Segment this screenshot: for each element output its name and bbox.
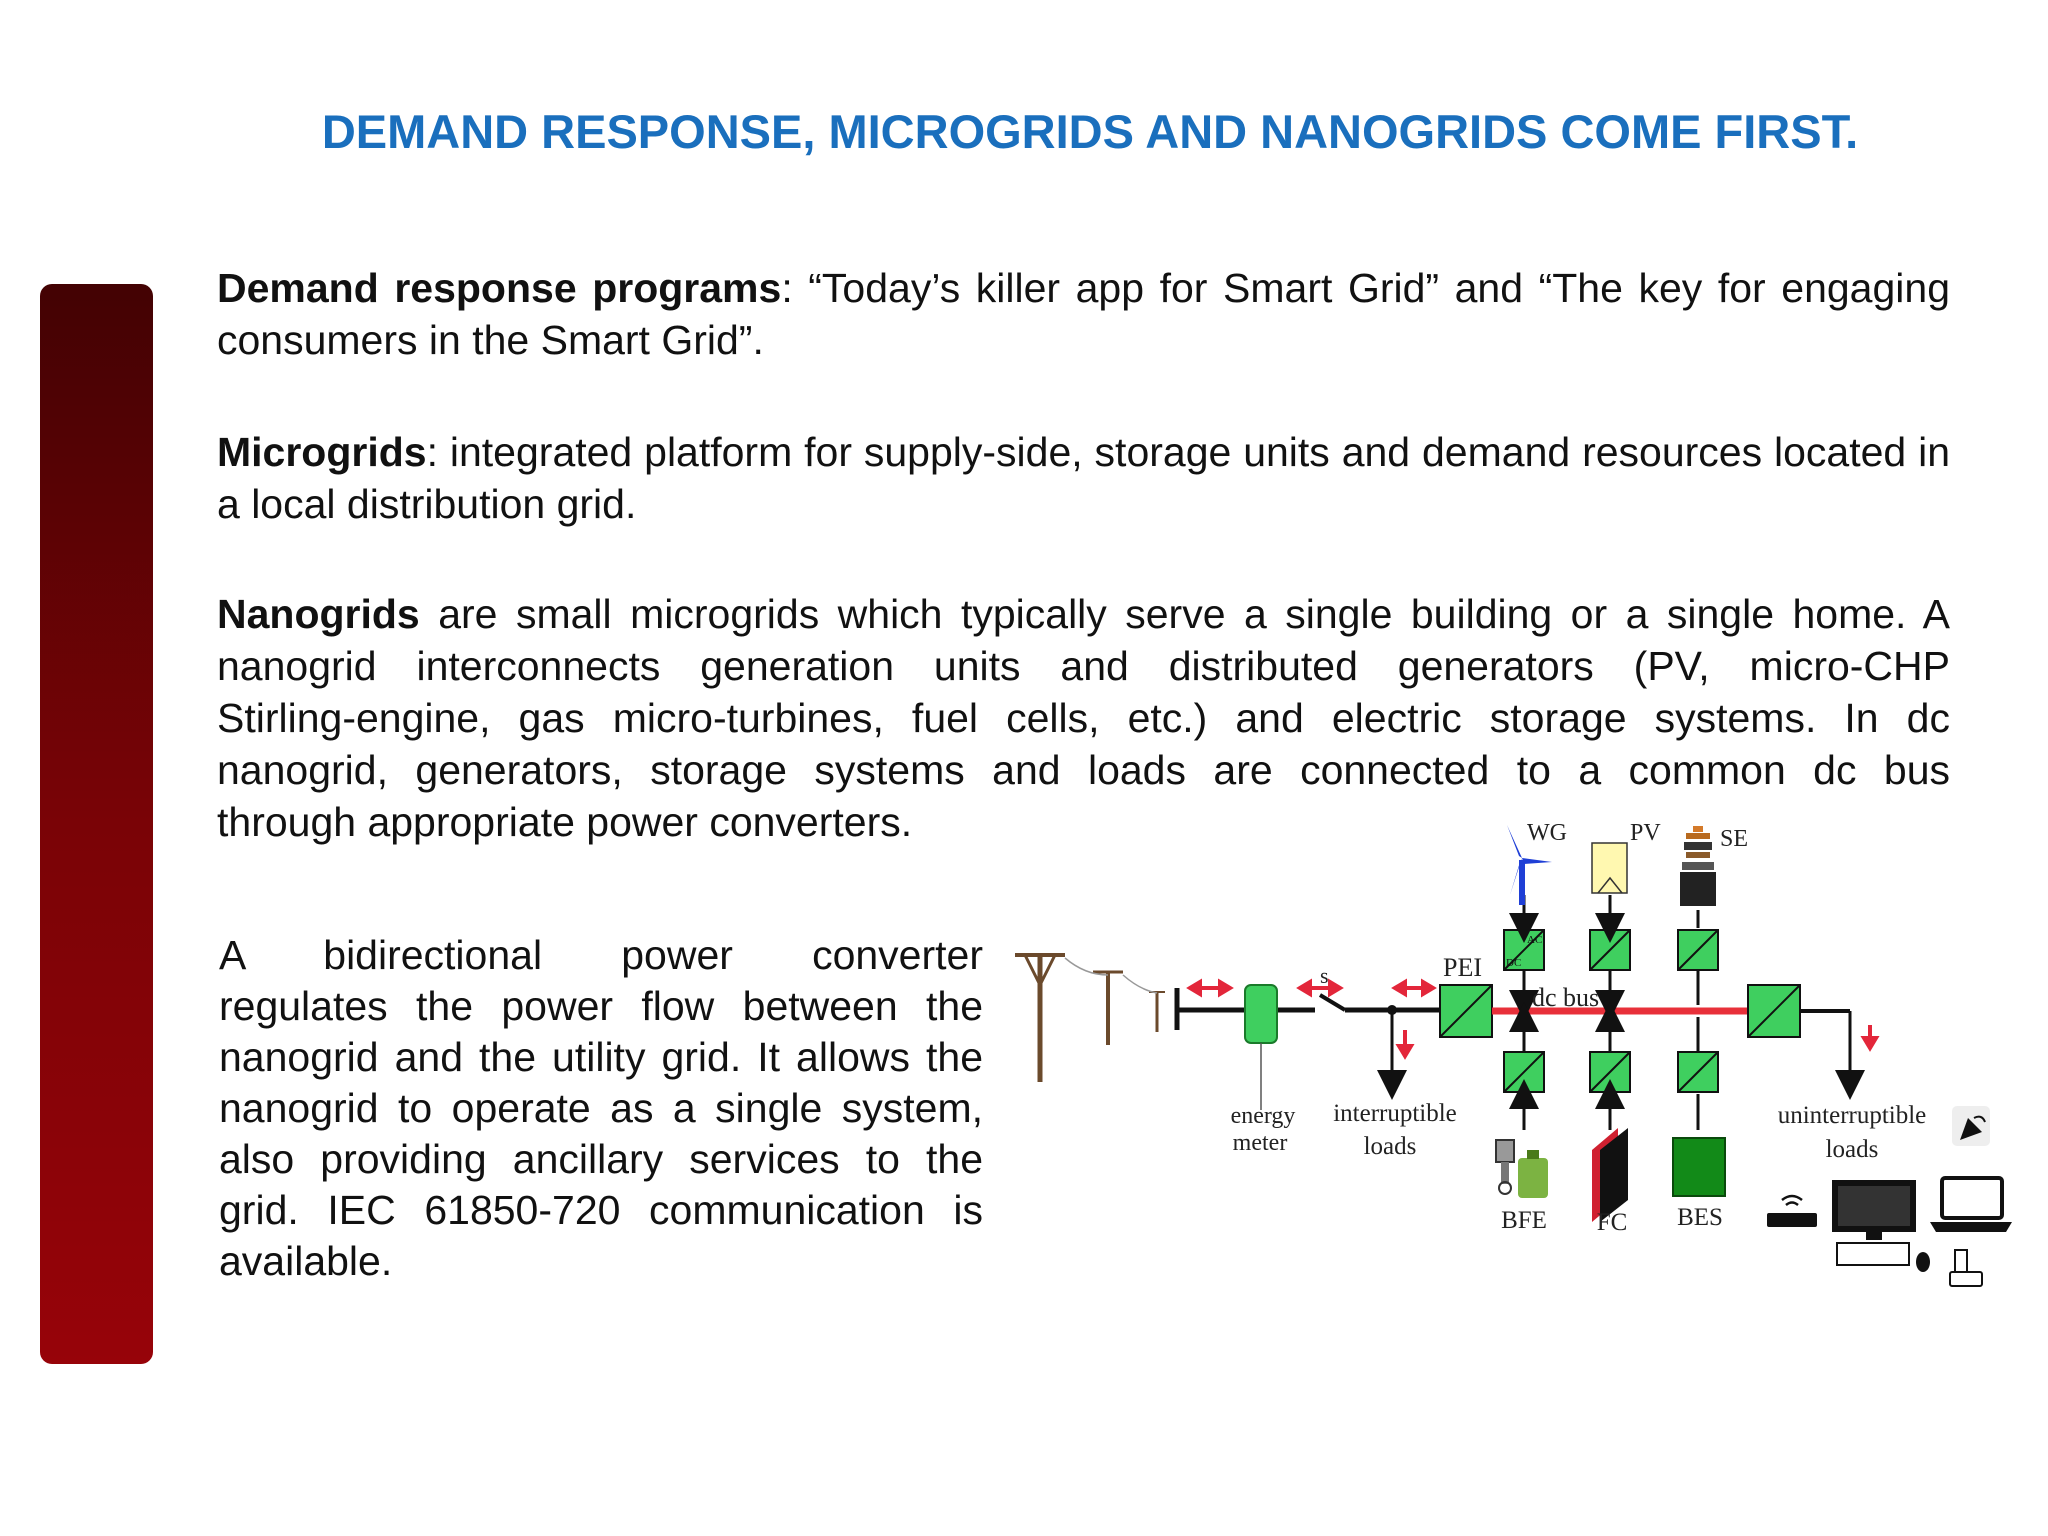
satellite-icon: [1952, 1106, 1990, 1146]
biofuel-engine-icon: [1495, 1139, 1548, 1198]
label-pv: PV: [1630, 820, 1661, 846]
label-se: SE: [1720, 826, 1748, 852]
router-icon: [1767, 1194, 1817, 1227]
nanogrids-line-4: nanogrid, generators, storage systems an…: [217, 747, 1950, 793]
nanogrids-line-3: Stirling-engine, gas micro-turbines, fue…: [217, 695, 1950, 741]
desktop-computer-icon: [1832, 1180, 1930, 1272]
battery-icon: [1672, 1137, 1726, 1197]
paragraph-demand-response: Demand response programs: “Today’s kille…: [217, 262, 1950, 366]
term-demand-response: Demand response programs: [217, 265, 782, 311]
conv-label-ac: AC: [1527, 934, 1542, 946]
nanogrids-line-2: nanogrid interconnects generation units …: [217, 643, 1950, 689]
label-wg: WG: [1527, 820, 1567, 846]
label-bfe: BFE: [1501, 1207, 1547, 1234]
paragraph-converter: A bidirectional power converter regulate…: [219, 930, 983, 1287]
stirling-engine-icon: [1680, 826, 1716, 906]
energy-meter-icon: [1244, 984, 1278, 1044]
nanogrids-line-1-text: are small microgrids which typically ser…: [419, 591, 1950, 637]
conv-label-dc: DC: [1506, 957, 1521, 969]
slide-title: DEMAND RESPONSE, MICROGRIDS AND NANOGRID…: [321, 105, 1859, 158]
nanogrids-line-1: Nanogrids are small microgrids which typ…: [217, 588, 1950, 640]
text-microgrids: : integrated platform for supply-side, s…: [217, 429, 1950, 527]
nanogrids-line-5: through appropriate power converters.: [217, 799, 913, 845]
paragraph-microgrids: Microgrids: integrated platform for supp…: [217, 426, 1950, 530]
label-bes: BES: [1677, 1204, 1723, 1231]
converter-line-6: grid. IEC 61850-720 communication is: [219, 1187, 983, 1233]
label-energy-meter-2: meter: [1233, 1130, 1288, 1156]
wind-turbine-icon: [1507, 825, 1552, 905]
phone-icon: [1949, 1249, 1983, 1287]
label-energy-meter-1: energy: [1231, 1103, 1296, 1129]
label-interruptible-2: loads: [1364, 1133, 1417, 1160]
converter-line-4: nanogrid to operate as a single system,: [219, 1085, 983, 1131]
fuel-cell-icon: [1592, 1128, 1628, 1222]
bottom-converters: [1503, 1051, 1719, 1093]
label-uninterruptible-1: uninterruptible: [1778, 1102, 1927, 1129]
label-fc: FC: [1597, 1209, 1628, 1236]
converter-line-7: available.: [219, 1238, 393, 1284]
decorative-side-bar: [40, 284, 153, 1364]
term-microgrids: Microgrids: [217, 429, 427, 475]
inverter-converter-icon: [1747, 984, 1801, 1038]
label-dc-bus: dc bus: [1532, 983, 1599, 1012]
label-switch: s: [1320, 963, 1329, 988]
utility-poles-icon: [1015, 953, 1165, 1082]
converter-line-2: regulates the power flow between the: [219, 983, 983, 1029]
label-interruptible-1: interruptible: [1333, 1100, 1457, 1127]
label-uninterruptible-2: loads: [1826, 1136, 1879, 1163]
dc-nanogrid-diagram: WG PV SE PEI s dc bus energy meter inter…: [1015, 820, 2012, 1287]
converter-line-5: also providing ancillary services to the: [219, 1136, 983, 1182]
label-pei: PEI: [1443, 953, 1482, 982]
laptop-icon: [1930, 1176, 2012, 1232]
power-flow-arrows: [1186, 978, 1880, 1060]
converter-line-1: A bidirectional power converter: [219, 932, 983, 978]
paragraph-nanogrids: Nanogrids are small microgrids which typ…: [217, 588, 1950, 848]
term-nanogrids: Nanogrids: [217, 591, 420, 637]
converter-line-3: nanogrid and the utility grid. It allows…: [219, 1034, 983, 1080]
text-demand-response: : “Today’s killer app for Smart Grid” an…: [217, 265, 1950, 363]
pei-converter-icon: [1439, 984, 1493, 1038]
pv-panel-icon: [1591, 842, 1628, 894]
